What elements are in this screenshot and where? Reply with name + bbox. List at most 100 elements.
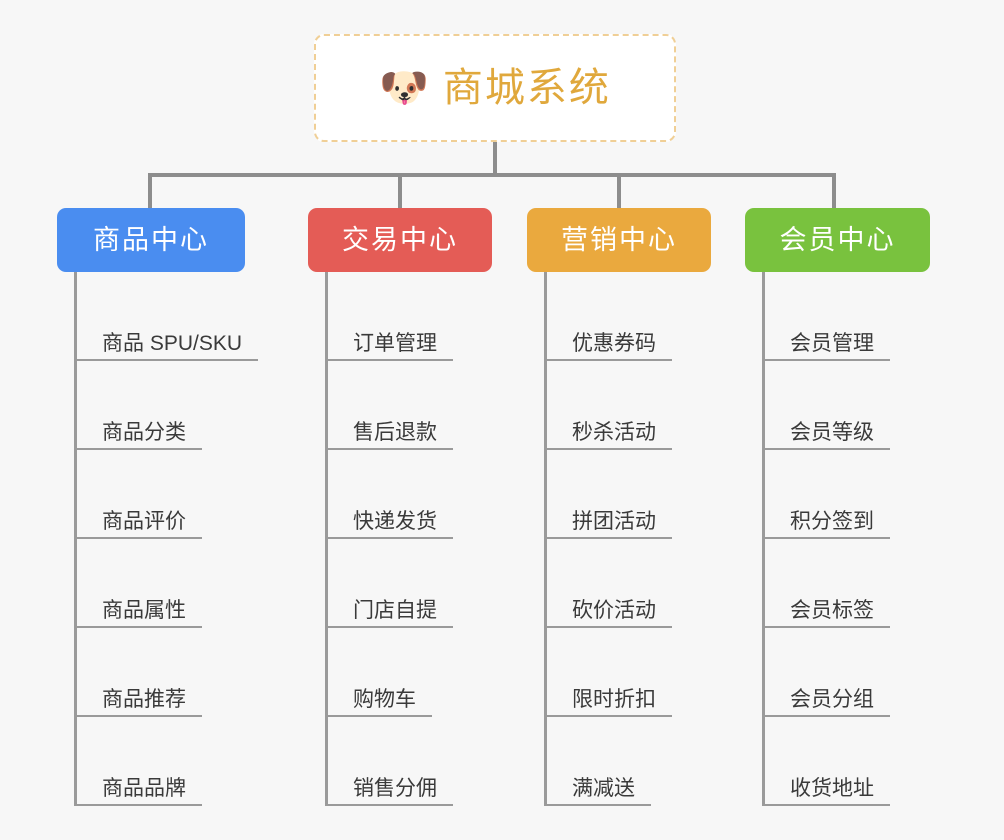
leaf-item[interactable]: 门店自提 (308, 539, 492, 628)
leaf-label: 商品 SPU/SKU (102, 332, 243, 355)
leaf-underline (325, 715, 432, 717)
column-trunk-line-0 (74, 272, 77, 806)
leaf-underline (544, 715, 672, 717)
leaf-label: 销售分佣 (353, 777, 437, 800)
leaf-underline (762, 804, 890, 806)
leaf-list-1: 订单管理售后退款快递发货门店自提购物车销售分佣 (308, 272, 492, 806)
leaf-underline (74, 715, 202, 717)
leaf-label: 积分签到 (790, 510, 874, 533)
category-label: 交易中心 (342, 224, 458, 255)
leaf-underline (762, 359, 890, 361)
leaf-list-3: 会员管理会员等级积分签到会员标签会员分组收货地址 (745, 272, 930, 806)
leaf-underline (762, 715, 890, 717)
leaf-label: 秒杀活动 (572, 421, 656, 444)
leaf-underline (325, 448, 453, 450)
category-box-3[interactable]: 会员中心 (745, 208, 930, 272)
leaf-underline (74, 804, 202, 806)
leaf-item[interactable]: 商品 SPU/SKU (57, 272, 258, 361)
leaf-item[interactable]: 订单管理 (308, 272, 492, 361)
leaf-label: 会员分组 (790, 688, 874, 711)
column-trunk-line-1 (325, 272, 328, 806)
leaf-label: 门店自提 (353, 599, 437, 622)
leaf-item[interactable]: 商品属性 (57, 539, 245, 628)
leaf-underline (325, 626, 453, 628)
root-node[interactable]: 🐶 商城系统 (314, 34, 676, 142)
leaf-underline (325, 537, 453, 539)
category-label: 商品中心 (93, 224, 209, 255)
category-column-2: 营销中心优惠券码秒杀活动拼团活动砍价活动限时折扣满减送 (527, 208, 711, 822)
leaf-label: 商品评价 (102, 510, 186, 533)
root-title: 商城系统 (442, 66, 611, 110)
connector-drop-2 (617, 173, 621, 209)
leaf-underline (325, 359, 453, 361)
shiba-dog-icon: 🐶 (379, 66, 429, 110)
leaf-list-0: 商品 SPU/SKU 商品分类商品评价商品属性商品推荐商品品牌 (57, 272, 258, 806)
leaf-label: 拼团活动 (572, 510, 656, 533)
connector-bar (148, 173, 834, 177)
leaf-item[interactable]: 销售分佣 (308, 717, 492, 806)
category-column-1: 交易中心订单管理售后退款快递发货门店自提购物车销售分佣 (308, 208, 492, 822)
column-trunk-line-2 (544, 272, 547, 806)
column-trunk-line-3 (762, 272, 765, 806)
leaf-underline (74, 626, 202, 628)
connector-drop-0 (148, 173, 152, 209)
leaf-item[interactable]: 限时折扣 (527, 628, 711, 717)
leaf-item[interactable]: 商品评价 (57, 450, 245, 539)
leaf-item[interactable]: 积分签到 (745, 450, 930, 539)
category-box-1[interactable]: 交易中心 (308, 208, 492, 272)
category-label: 会员中心 (779, 224, 896, 255)
leaf-item[interactable]: 收货地址 (745, 717, 930, 806)
leaf-underline (762, 537, 890, 539)
leaf-label: 限时折扣 (572, 688, 656, 711)
category-column-0: 商品中心商品 SPU/SKU 商品分类商品评价商品属性商品推荐商品品牌 (57, 208, 258, 822)
leaf-underline (544, 359, 672, 361)
leaf-underline (544, 626, 672, 628)
leaf-item[interactable]: 商品推荐 (57, 628, 245, 717)
leaf-underline (544, 804, 651, 806)
leaf-underline (74, 448, 202, 450)
connector-drop-3 (832, 173, 836, 209)
leaf-item[interactable]: 商品品牌 (57, 717, 245, 806)
category-label: 营销中心 (561, 224, 677, 255)
leaf-item[interactable]: 会员管理 (745, 272, 930, 361)
leaf-label: 快递发货 (353, 510, 437, 533)
leaf-item[interactable]: 售后退款 (308, 361, 492, 450)
leaf-label: 会员管理 (790, 332, 874, 355)
leaf-underline (544, 537, 672, 539)
leaf-label: 购物车 (353, 688, 416, 711)
leaf-item[interactable]: 优惠券码 (527, 272, 711, 361)
leaf-item[interactable]: 商品分类 (57, 361, 245, 450)
category-box-0[interactable]: 商品中心 (57, 208, 245, 272)
leaf-item[interactable]: 快递发货 (308, 450, 492, 539)
leaf-item[interactable]: 满减送 (527, 717, 711, 806)
connector-stem (493, 142, 497, 176)
leaf-label: 商品属性 (102, 599, 186, 622)
leaf-label: 会员标签 (790, 599, 874, 622)
leaf-label: 砍价活动 (572, 599, 656, 622)
leaf-underline (325, 804, 453, 806)
leaf-item[interactable]: 拼团活动 (527, 450, 711, 539)
leaf-underline (74, 359, 258, 361)
leaf-underline (544, 448, 672, 450)
leaf-label: 商品分类 (102, 421, 186, 444)
category-box-2[interactable]: 营销中心 (527, 208, 711, 272)
leaf-underline (762, 626, 890, 628)
leaf-underline (74, 537, 202, 539)
leaf-label: 收货地址 (790, 777, 874, 800)
leaf-item[interactable]: 会员标签 (745, 539, 930, 628)
leaf-item[interactable]: 会员分组 (745, 628, 930, 717)
leaf-label: 会员等级 (790, 421, 874, 444)
leaf-label: 满减送 (572, 777, 635, 800)
leaf-label: 订单管理 (353, 332, 437, 355)
leaf-item[interactable]: 购物车 (308, 628, 492, 717)
category-column-3: 会员中心会员管理会员等级积分签到会员标签会员分组收货地址 (745, 208, 930, 822)
leaf-label: 商品品牌 (102, 777, 186, 800)
leaf-item[interactable]: 秒杀活动 (527, 361, 711, 450)
leaf-label: 商品推荐 (102, 688, 186, 711)
leaf-label: 售后退款 (353, 421, 437, 444)
leaf-item[interactable]: 会员等级 (745, 361, 930, 450)
leaf-label: 优惠券码 (572, 332, 656, 355)
leaf-item[interactable]: 砍价活动 (527, 539, 711, 628)
leaf-underline (762, 448, 890, 450)
